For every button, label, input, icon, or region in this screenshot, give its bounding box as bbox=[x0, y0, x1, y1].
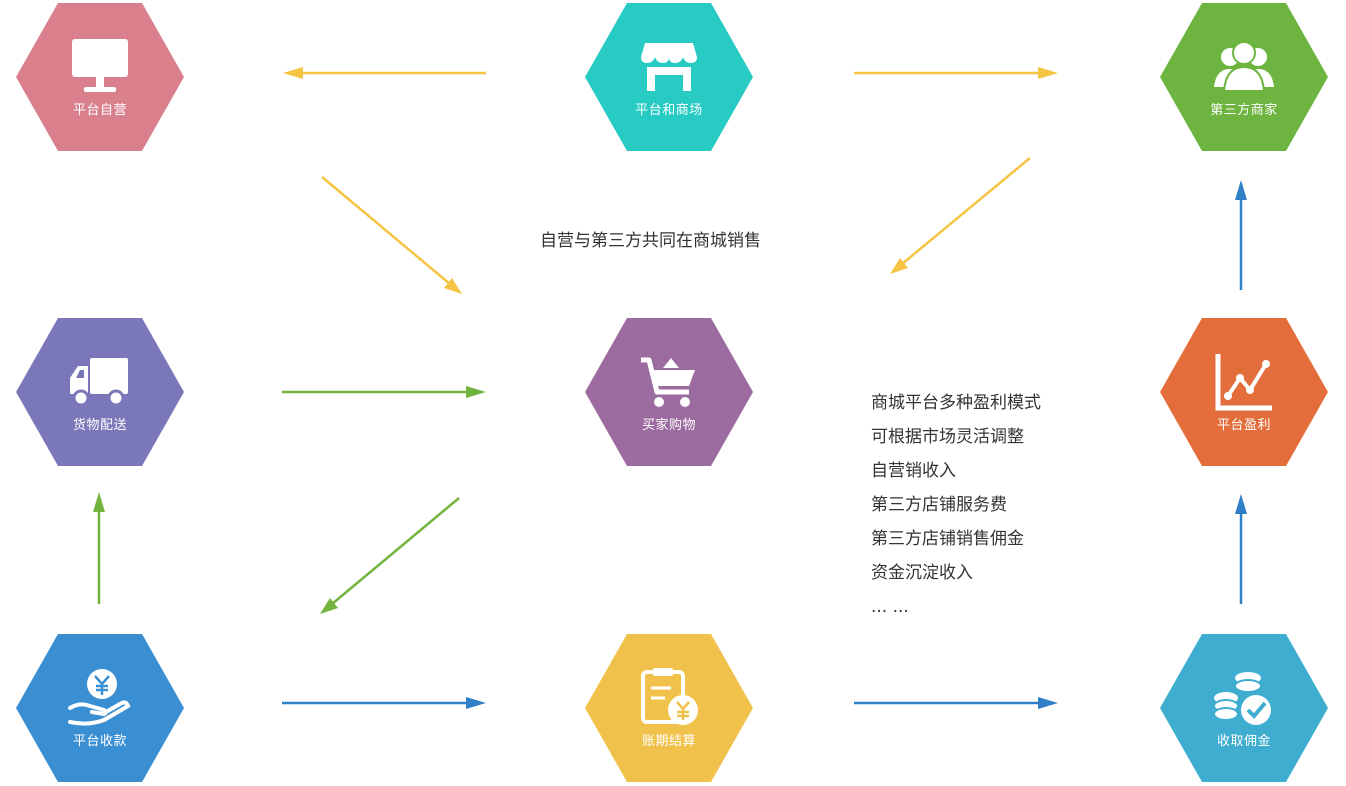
monitor-icon bbox=[72, 39, 128, 92]
arrow-settlement-to-commission bbox=[854, 697, 1058, 709]
line-chart-icon bbox=[1215, 354, 1272, 411]
yen-hand-icon bbox=[68, 669, 131, 726]
note-line: 资金沉淀收入 bbox=[871, 563, 973, 583]
coins-check-icon bbox=[1213, 672, 1271, 725]
node-mall-label: 平台和商场 bbox=[635, 103, 703, 118]
node-commission: 收取佣金 bbox=[1160, 634, 1328, 782]
caption-shared-sales: 自营与第三方共同在商城销售 bbox=[540, 231, 761, 251]
arrow-profit-to-third-party bbox=[1235, 180, 1247, 290]
node-third-party-label: 第三方商家 bbox=[1210, 103, 1278, 118]
arrow-collection-to-delivery bbox=[93, 492, 105, 604]
node-commission-label: 收取佣金 bbox=[1216, 734, 1271, 749]
arrow-buyer-to-collection bbox=[320, 497, 460, 614]
arrow-mall-to-self-run bbox=[283, 67, 486, 79]
note-line: 第三方店铺服务费 bbox=[871, 495, 1007, 515]
storefront-icon bbox=[641, 43, 697, 91]
note-line: 可根据市场灵活调整 bbox=[871, 427, 1024, 447]
node-collection-label: 平台收款 bbox=[72, 734, 127, 749]
note-line: 第三方店铺销售佣金 bbox=[871, 529, 1024, 549]
profit-model-notes: 商城平台多种盈利模式 可根据市场灵活调整 自营销收入 第三方店铺服务费 第三方店… bbox=[871, 386, 1041, 624]
node-self-run-label: 平台自营 bbox=[72, 103, 127, 118]
node-settlement-label: 账期结算 bbox=[641, 734, 696, 749]
arrow-delivery-to-buyer bbox=[282, 386, 486, 398]
node-settlement: 账期结算 bbox=[585, 634, 753, 782]
cart-icon bbox=[641, 357, 695, 407]
truck-icon bbox=[70, 358, 128, 407]
note-line: 商城平台多种盈利模式 bbox=[871, 393, 1041, 413]
arrow-self-run-to-buyer bbox=[321, 176, 462, 294]
arrow-collection-to-settlement bbox=[282, 697, 486, 709]
arrow-commission-to-profit bbox=[1235, 494, 1247, 604]
note-line: ... ... bbox=[871, 597, 909, 617]
node-delivery-label: 货物配送 bbox=[72, 418, 127, 433]
node-buyer-label: 买家购物 bbox=[641, 418, 696, 433]
node-collection: 平台收款 bbox=[16, 634, 184, 782]
arrow-mall-to-third-party bbox=[854, 67, 1058, 79]
bill-yen-icon bbox=[641, 668, 698, 725]
node-profit-label: 平台盈利 bbox=[1216, 418, 1271, 433]
users-icon bbox=[1214, 41, 1274, 92]
note-line: 自营销收入 bbox=[871, 461, 956, 481]
arrow-third-party-to-buyer bbox=[890, 157, 1031, 274]
